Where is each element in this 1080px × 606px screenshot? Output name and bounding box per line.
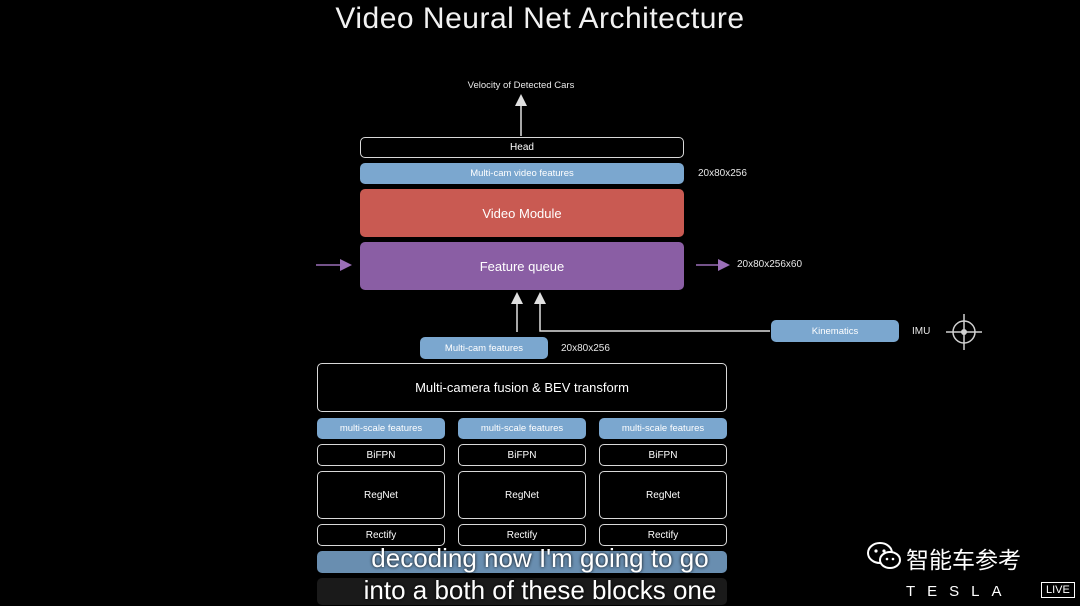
multiscale-features-block-3: multi-scale features <box>599 418 727 439</box>
regnet-label: RegNet <box>505 489 539 501</box>
regnet-block-3: RegNet <box>599 471 727 519</box>
fusion-block: Multi-camera fusion & BEV transform <box>317 363 727 412</box>
multiscale-features-block-2: multi-scale features <box>458 418 586 439</box>
imu-crosshair-icon <box>946 314 982 350</box>
multicam-features-dim: 20x80x256 <box>561 343 610 354</box>
imu-label: IMU <box>912 326 931 337</box>
feature-queue-dim: 20x80x256x60 <box>737 259 803 270</box>
tesla-logo: TESLA <box>906 583 1014 600</box>
subtitle-line-2: into a both of these blocks one <box>363 575 717 605</box>
regnet-label: RegNet <box>646 489 680 501</box>
live-badge: LIVE <box>1041 582 1075 598</box>
kinematics-block: Kinematics <box>771 320 899 342</box>
feature-queue-label: Feature queue <box>479 258 565 274</box>
multiscale-features-block-1: multi-scale features <box>317 418 445 439</box>
bifpn-block-1: BiFPN <box>317 444 445 466</box>
bifpn-block-3: BiFPN <box>599 444 727 466</box>
video-features-block: Multi-cam video features <box>360 163 684 184</box>
video-features-label: Multi-cam video features <box>470 168 574 179</box>
fusion-label: Multi-camera fusion & BEV transform <box>415 380 629 395</box>
kinematics-arrow <box>534 292 770 332</box>
multiscale-features-label: multi-scale features <box>339 423 423 434</box>
bifpn-label: BiFPN <box>648 449 678 461</box>
rectify-label: Rectify <box>506 529 538 541</box>
subtitle-line-1: decoding now I'm going to go <box>371 543 709 573</box>
bifpn-label: BiFPN <box>366 449 396 461</box>
rectify-block-1: Rectify <box>317 524 445 546</box>
bottom-block-partial-2 <box>317 578 727 605</box>
watermark-text: 智能车参考 <box>906 547 1021 573</box>
bifpn-label: BiFPN <box>507 449 537 461</box>
regnet-block-1: RegNet <box>317 471 445 519</box>
feature-queue-block: Feature queue <box>360 242 684 290</box>
head-block: Head <box>360 137 684 158</box>
regnet-label: RegNet <box>364 489 398 501</box>
multiscale-features-label: multi-scale features <box>480 423 564 434</box>
wechat-icon <box>867 542 901 569</box>
kinematics-label: Kinematics <box>811 325 859 337</box>
rectify-block-2: Rectify <box>458 524 586 546</box>
output-label: Velocity of Detected Cars <box>467 80 575 91</box>
multicam-features-block: Multi-cam features <box>420 337 548 359</box>
diagram-title: Video Neural Net Architecture <box>335 2 745 35</box>
bottom-block-partial <box>317 551 727 573</box>
video-features-dim: 20x80x256 <box>698 168 747 179</box>
rectify-label: Rectify <box>647 529 679 541</box>
regnet-block-2: RegNet <box>458 471 586 519</box>
rectify-block-3: Rectify <box>599 524 727 546</box>
rectify-label: Rectify <box>365 529 397 541</box>
video-module-label: Video Module <box>482 205 562 221</box>
multiscale-features-label: multi-scale features <box>621 423 705 434</box>
video-module-block: Video Module <box>360 189 684 237</box>
head-label: Head <box>510 142 534 153</box>
multicam-features-label: Multi-cam features <box>444 342 524 354</box>
bifpn-block-2: BiFPN <box>458 444 586 466</box>
